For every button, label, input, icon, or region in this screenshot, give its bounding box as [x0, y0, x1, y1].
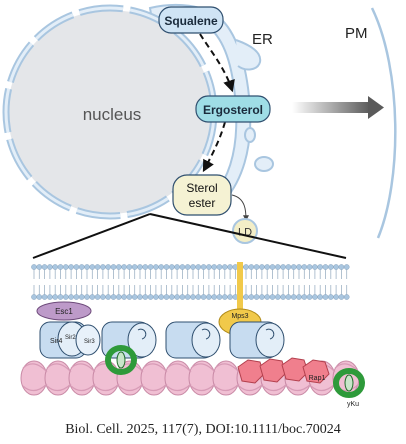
- citation: Biol. Cell. 2025, 117(7), DOI:10.1111/bo…: [65, 422, 341, 437]
- sir-complex-4: [229, 321, 285, 359]
- lipid-droplet: LD: [232, 218, 258, 244]
- squalene-to-ergosterol-arrow: [199, 33, 235, 93]
- sir2-label: Sir2: [65, 335, 76, 341]
- yku-ring-left: [105, 345, 137, 375]
- zoom-lines: [32, 213, 347, 259]
- nucleus-label: nucleus: [83, 105, 142, 124]
- sir-complex-3: [165, 321, 221, 359]
- sterol-ester-label-line2: ester: [189, 196, 216, 210]
- esc1-label: Esc1: [55, 307, 73, 316]
- sterol-ester-label-line1: Sterol: [186, 181, 217, 195]
- ergosterol-box: Ergosterol: [195, 95, 271, 123]
- sterol-ester-to-ld-arrow: [231, 194, 249, 222]
- yku-ring-right: [333, 368, 365, 398]
- transport-arrow: [292, 96, 384, 119]
- rap1-label: Rap1: [309, 375, 326, 382]
- sterol-ester-box: Sterol ester: [172, 174, 232, 216]
- er-label: ER: [252, 31, 273, 48]
- sir-complex-1: Sir4 Sir2 Sir3: [39, 321, 101, 359]
- nuclear-envelope-bilayer: [31, 264, 350, 300]
- plasma-membrane: [370, 7, 397, 239]
- squalene-label: Squalene: [164, 14, 218, 28]
- ergosterol-label: Ergosterol: [203, 103, 263, 117]
- squalene-box: Squalene: [158, 6, 224, 34]
- ergosterol-to-sterol-ester-arrow: [202, 121, 226, 173]
- mps3-transmembrane-stalk: [237, 262, 243, 318]
- sir3-label: Sir3: [84, 339, 95, 345]
- sir4-label: Sir4: [50, 338, 63, 345]
- esc1-protein: Esc1: [36, 301, 92, 321]
- pm-label: PM: [345, 25, 368, 42]
- yku-label: yKu: [347, 401, 359, 408]
- mps3-label: Mps3: [231, 313, 248, 320]
- rap1-cluster: Rap1: [237, 357, 330, 384]
